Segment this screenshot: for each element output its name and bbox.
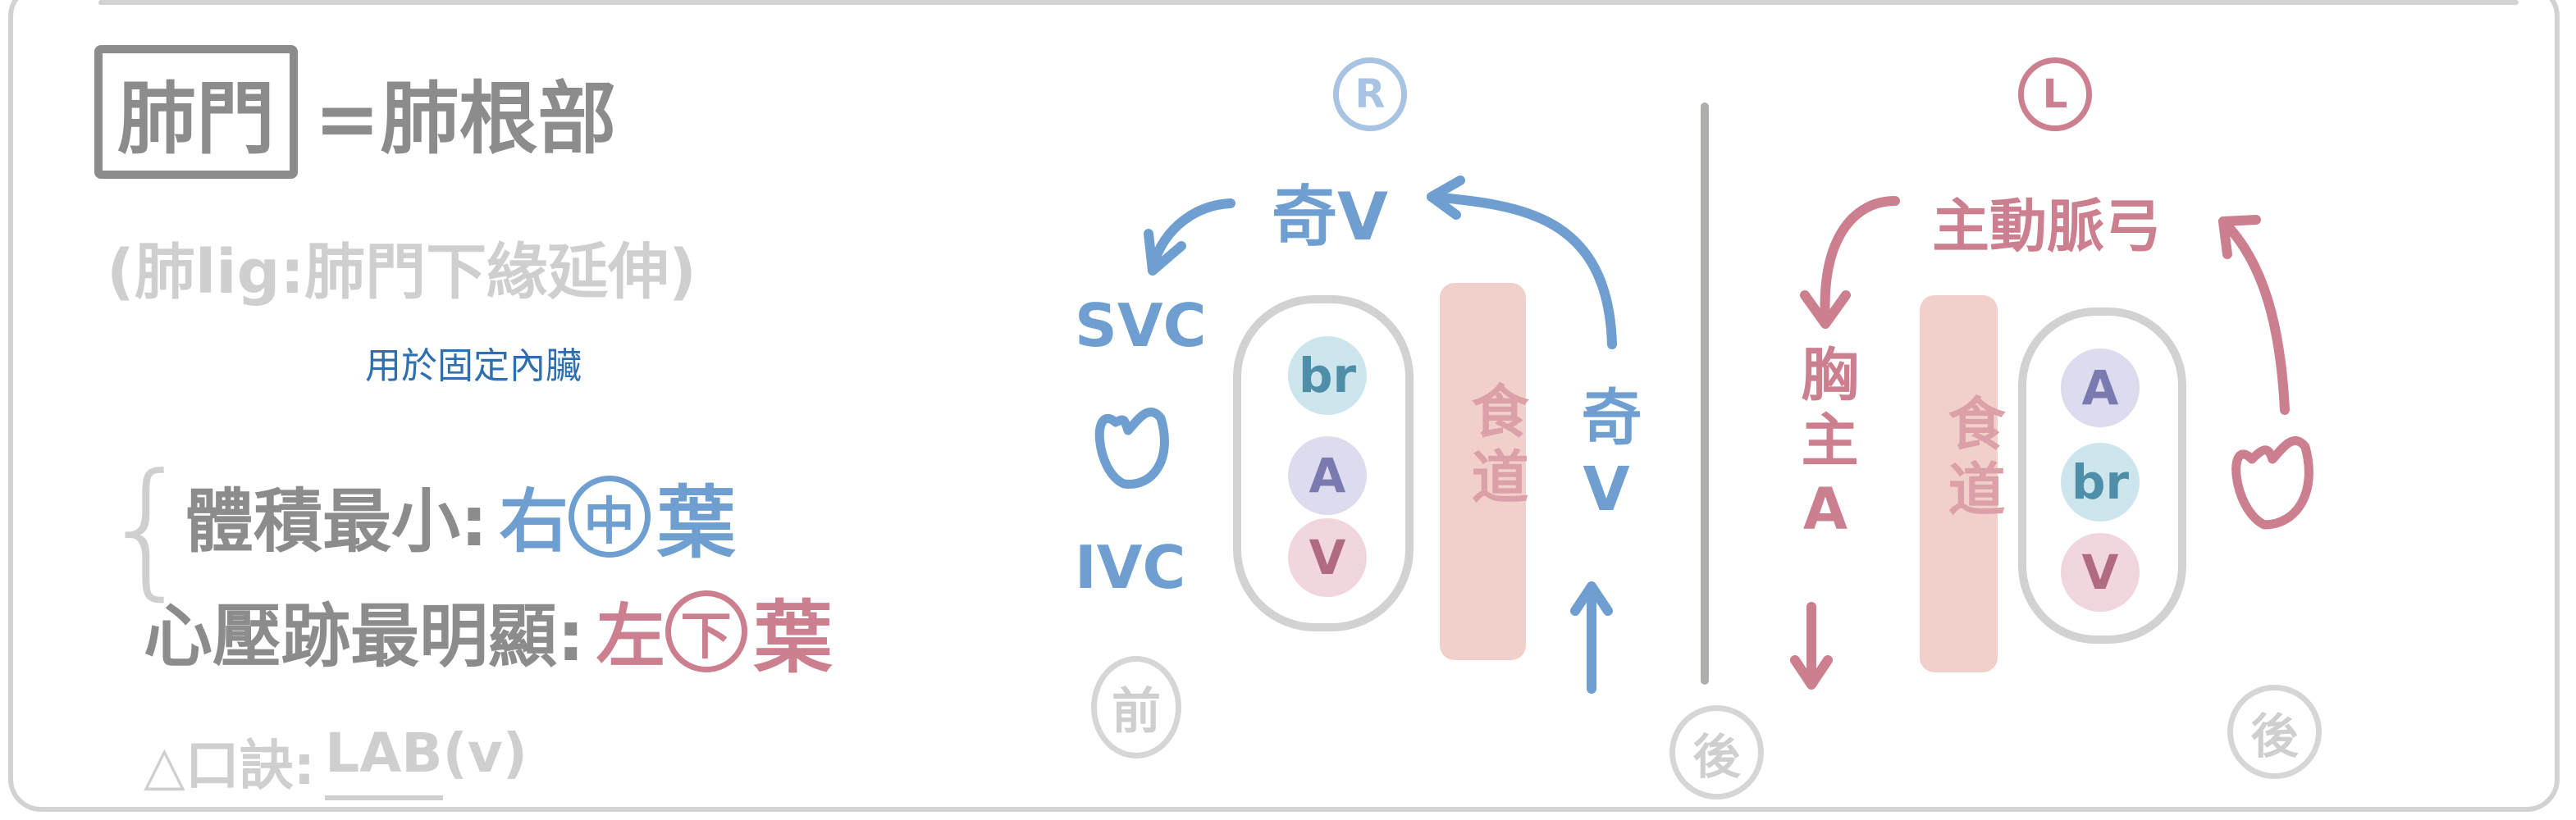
thoracic-aorta-label: 胸主A [1792,344,1859,551]
cardiac-lobe: 葉 [753,592,833,684]
cardiac-label: 心壓跡最明顯: [144,596,585,676]
left-artery-bubble: A [2061,348,2140,427]
left-vein-bubble: V [2061,533,2140,612]
note-frame [8,0,2560,812]
cardiac-side: 左 [596,596,665,676]
svc-label: SVC [1075,291,1207,360]
brace: { [100,443,194,614]
hilum-definition: =肺根部 [314,73,617,165]
right-esophagus-label: 食道 [1462,381,1529,512]
azygos-vein-top: 奇V [1272,179,1388,255]
back-marker-right: 後 [2227,685,2322,779]
smallest-lobe: 葉 [656,477,736,569]
smallest-circled: 中 [568,475,651,558]
right-esophagus-bar: 食道 [1440,283,1529,660]
left-bronchus-bubble: br [2061,443,2140,522]
azygos-vein-side: 奇V [1571,385,1642,533]
left-esophagus-label: 食道 [1939,394,2006,525]
mnemonic-suffix: (v) [442,722,528,785]
cardiac-circled: 下 [665,590,747,672]
ligament-subnote: 用於固定內臟 [365,345,582,387]
back-marker-left: 後 [1669,705,1764,800]
smallest-label: 體積最小: [185,481,488,562]
mnemonic: △口訣: LAB (v) [144,722,528,800]
mnemonic-key: LAB [325,722,443,800]
hilum-boxed-label: 肺門 [94,45,298,179]
mnemonic-prefix: △口訣: [144,734,316,797]
front-marker: 前 [1091,656,1181,758]
smallest-lobe-line: 體積最小: 右 中 葉 [185,459,736,573]
left-side-marker: L [2018,57,2092,131]
aortic-arch-label: 主動脈弓 [1932,193,2162,260]
left-esophagus-bar: 食道 [1920,295,2006,672]
top-divider [98,0,2519,5]
ivc-label: IVC [1075,533,1186,602]
right-side-marker: R [1333,57,1407,131]
right-bronchus-bubble: br [1288,336,1367,415]
ligament-note: (肺lig:肺門下緣延伸) [107,237,697,308]
hilum-title: 肺門 =肺根部 [94,45,616,179]
cardiac-lobe-line: 心壓跡最明顯: 左 下 葉 [144,574,833,688]
smallest-side: 右 [499,481,569,562]
right-vein-bubble: V [1288,518,1367,597]
right-artery-bubble: A [1288,436,1367,515]
